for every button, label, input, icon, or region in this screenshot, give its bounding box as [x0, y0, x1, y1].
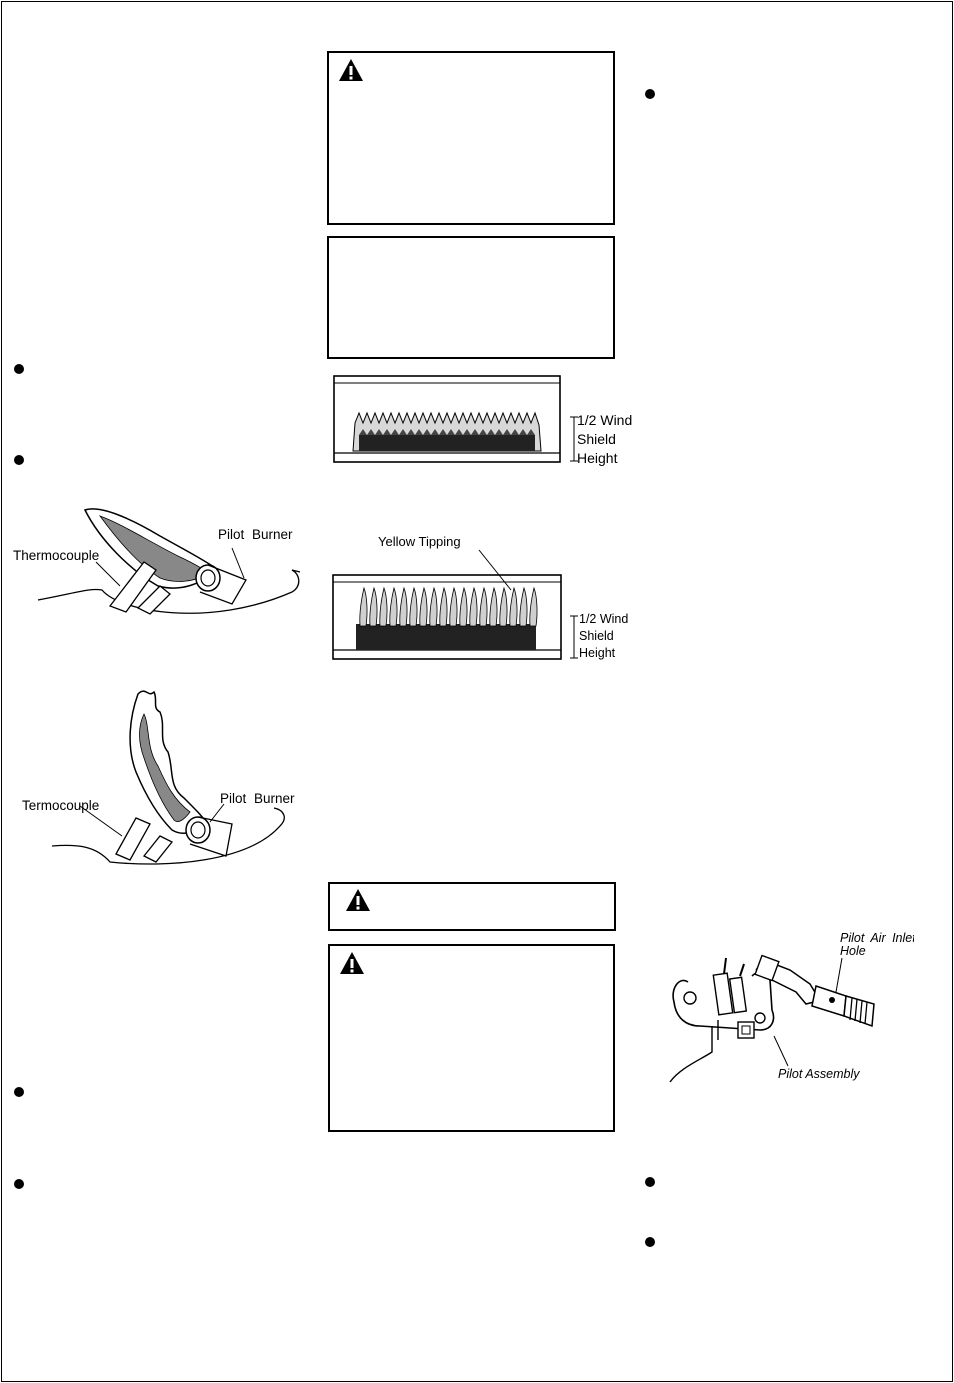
label-yellow-tipping: Yellow Tipping — [378, 534, 461, 549]
label-shield: Shield — [577, 431, 616, 447]
label-height: Height — [579, 646, 616, 660]
burner-flame-correct-drawing — [333, 375, 561, 463]
label-hole: Hole — [840, 944, 866, 958]
bullet-icon — [645, 89, 655, 99]
yellow-tipping-leader — [478, 549, 512, 591]
bullet-icon — [14, 455, 24, 465]
warning-box-2 — [328, 882, 616, 931]
burner-flame-incorrect-drawing — [332, 574, 562, 660]
label-half-wind: 1/2 Wind — [577, 412, 633, 428]
bullet-icon — [14, 1179, 24, 1189]
warning-box-1 — [327, 51, 615, 225]
label-thermocouple: Thermocouple — [13, 548, 100, 563]
bullet-icon — [14, 364, 24, 374]
label-shield: Shield — [579, 629, 614, 643]
height-dimension-mark — [570, 615, 578, 659]
label-termocouple: Termocouple — [22, 798, 100, 813]
label-pilot-burner: Pilot Burner — [220, 791, 295, 806]
pilot-assembly-drawing — [669, 954, 875, 1083]
bullet-icon — [645, 1237, 655, 1247]
label-height: Height — [577, 450, 618, 466]
pilot-flame-correct-drawing — [37, 508, 301, 615]
burner-flame-incorrect-figure: Yellow Tipping 1/2 Wind Shield Height — [331, 534, 643, 664]
label-pilot-burner: Pilot Burner — [218, 527, 293, 542]
notice-box — [327, 236, 615, 359]
height-dimension-mark — [570, 416, 578, 462]
pilot-assembly-figure: Pilot Air Inlet Hole Pilot Assembly — [660, 930, 920, 1090]
warning-triangle-icon — [346, 889, 370, 911]
label-pilot-assembly: Pilot Assembly — [778, 1067, 860, 1081]
warning-box-3 — [328, 944, 615, 1132]
pilot-flame-incorrect-figure: Termocouple Pilot Burner — [18, 686, 318, 871]
pilot-flame-correct-figure: Thermocouple Pilot Burner — [10, 500, 310, 630]
bullet-icon — [14, 1087, 24, 1097]
label-half-wind: 1/2 Wind — [579, 612, 629, 626]
warning-triangle-icon — [339, 59, 363, 81]
burner-flame-correct-figure: 1/2 Wind Shield Height — [333, 375, 643, 470]
warning-triangle-icon — [340, 952, 364, 974]
bullet-icon — [645, 1177, 655, 1187]
pilot-flame-incorrect-drawing — [51, 690, 285, 865]
label-pilot-air-inlet: Pilot Air Inlet — [840, 931, 914, 945]
